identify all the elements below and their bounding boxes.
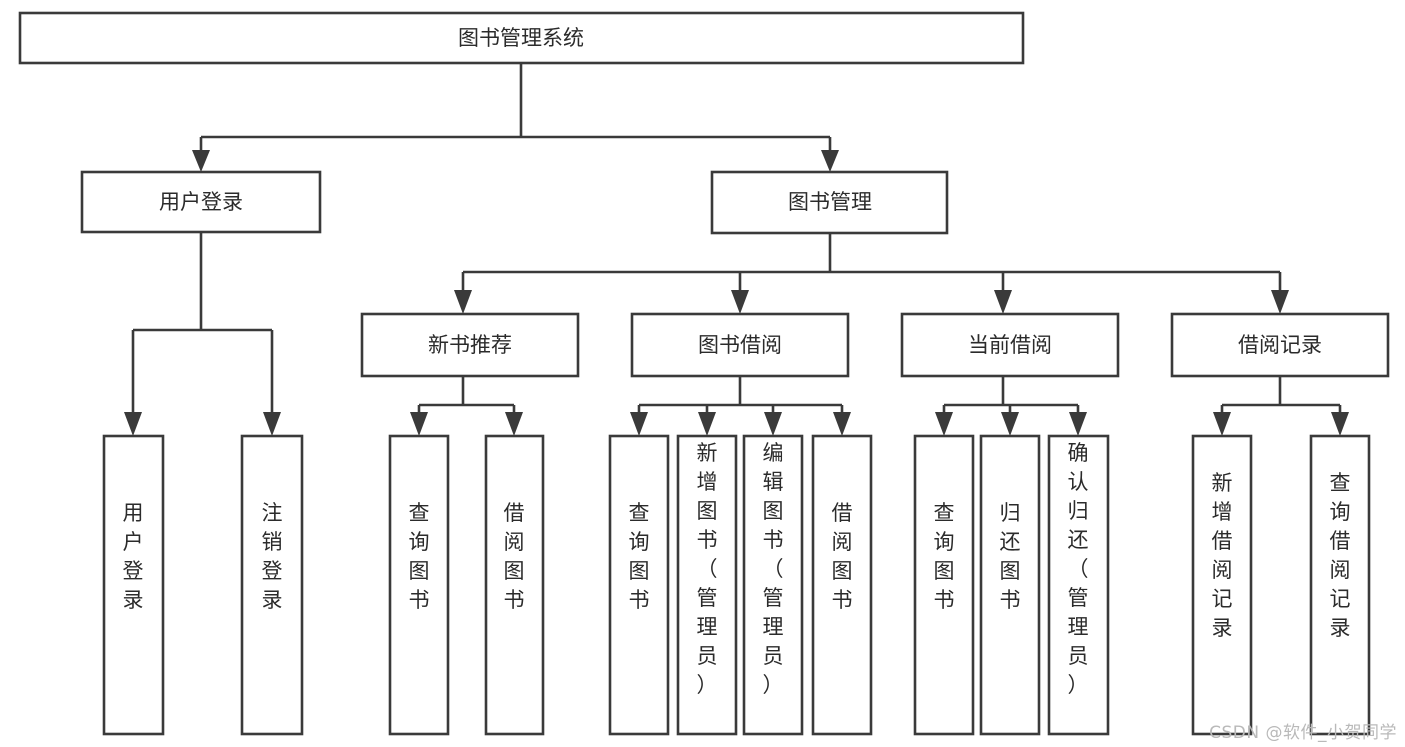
arrow-to-current-borrow (994, 290, 1012, 314)
node-leaf-borrow-book-1-box[interactable] (484, 434, 545, 736)
node-user-login[interactable]: 用户登录 (80, 170, 322, 234)
node-new-book-rec-label: 新书推荐 (428, 333, 512, 357)
node-borrow-record-box[interactable] (1170, 312, 1390, 378)
node-leaf-confirm-return[interactable]: 确认归还（管理员） (1047, 434, 1110, 736)
node-leaf-query-book-3[interactable]: 查询图书 (913, 434, 975, 736)
node-current-borrow[interactable]: 当前借阅 (900, 312, 1120, 378)
node-user-login-box[interactable] (80, 170, 322, 234)
node-leaf-edit-book-label: 编辑图书（管理员） (763, 441, 784, 697)
node-leaf-query-book-2-label: 查询图书 (629, 501, 650, 612)
node-book-borrow-box[interactable] (630, 312, 850, 378)
node-current-borrow-box[interactable] (900, 312, 1120, 378)
node-root-label: 图书管理系统 (458, 26, 584, 50)
arrow-to-leaf-borrow-book-2 (833, 412, 851, 436)
arrow-to-leaf-add-record (1213, 412, 1231, 436)
node-leaf-add-book[interactable]: 新增图书（管理员） (676, 434, 738, 736)
arrow-to-user-login (192, 150, 210, 172)
node-leaf-borrow-book-2-label: 借阅图书 (832, 501, 853, 612)
node-leaf-query-record[interactable]: 查询借阅记录 (1309, 434, 1371, 736)
node-borrow-record-label: 借阅记录 (1238, 333, 1322, 357)
node-leaf-add-book-label: 新增图书（管理员） (697, 441, 718, 697)
arrow-to-borrow-record (1271, 290, 1289, 314)
node-leaf-borrow-book-2-box[interactable] (811, 434, 873, 736)
node-book-manage[interactable]: 图书管理 (710, 170, 949, 235)
node-user-login-label: 用户登录 (159, 190, 243, 214)
node-leaf-edit-book-box[interactable] (742, 434, 804, 736)
node-leaf-return-book-box[interactable] (979, 434, 1041, 736)
node-leaf-logout[interactable]: 注销登录 (240, 434, 304, 736)
arrow-to-book-manage (821, 150, 839, 172)
arrow-to-leaf-query-record (1331, 412, 1349, 436)
arrow-to-leaf-confirm-return (1069, 412, 1087, 436)
arrow-to-leaf-return-book (1001, 412, 1019, 436)
node-leaf-logout-box[interactable] (240, 434, 304, 736)
node-leaf-query-record-label: 查询借阅记录 (1330, 471, 1351, 640)
node-leaf-add-record[interactable]: 新增借阅记录 (1191, 434, 1253, 736)
node-leaf-add-book-box[interactable] (676, 434, 738, 736)
node-leaf-query-book-1[interactable]: 查询图书 (388, 434, 450, 736)
arrow-to-new-book-rec (454, 290, 472, 314)
node-root-box[interactable] (18, 11, 1025, 65)
node-book-manage-label: 图书管理 (788, 190, 872, 214)
node-root[interactable]: 图书管理系统 (18, 11, 1025, 65)
node-leaf-user-login-box[interactable] (102, 434, 165, 736)
node-leaf-confirm-return-box[interactable] (1047, 434, 1110, 736)
arrow-to-leaf-query-book-1 (410, 412, 428, 436)
node-current-borrow-label: 当前借阅 (968, 333, 1052, 357)
arrow-to-leaf-add-book (698, 412, 716, 436)
node-leaf-add-record-label: 新增借阅记录 (1212, 471, 1233, 640)
arrow-to-leaf-edit-book (764, 412, 782, 436)
node-leaf-query-record-box[interactable] (1309, 434, 1371, 736)
node-leaf-query-book-1-label: 查询图书 (409, 501, 430, 612)
node-leaf-edit-book[interactable]: 编辑图书（管理员） (742, 434, 804, 736)
node-leaf-query-book-3-label: 查询图书 (934, 501, 955, 612)
node-new-book-rec[interactable]: 新书推荐 (360, 312, 580, 378)
node-leaf-logout-label: 注销登录 (262, 501, 283, 612)
arrow-to-book-borrow (731, 290, 749, 314)
node-leaf-user-login-label: 用户登录 (123, 501, 144, 612)
node-book-borrow-label: 图书借阅 (698, 333, 782, 357)
arrow-to-leaf-logout (263, 412, 281, 436)
node-leaf-query-book-2[interactable]: 查询图书 (608, 434, 670, 736)
arrow-to-leaf-borrow-book-1 (505, 412, 523, 436)
node-leaf-borrow-book-2[interactable]: 借阅图书 (811, 434, 873, 736)
node-book-borrow[interactable]: 图书借阅 (630, 312, 850, 378)
node-leaf-query-book-3-box[interactable] (913, 434, 975, 736)
node-leaf-query-book-2-box[interactable] (608, 434, 670, 736)
arrow-to-leaf-query-book-2 (630, 412, 648, 436)
node-leaf-borrow-book-1[interactable]: 借阅图书 (484, 434, 545, 736)
node-leaf-confirm-return-label: 确认归还（管理员） (1068, 441, 1089, 697)
node-leaf-query-book-1-box[interactable] (388, 434, 450, 736)
node-leaf-borrow-book-1-label: 借阅图书 (504, 501, 525, 612)
node-leaf-add-record-box[interactable] (1191, 434, 1253, 736)
node-book-manage-box[interactable] (710, 170, 949, 235)
arrow-to-leaf-query-book-3 (935, 412, 953, 436)
node-leaf-user-login[interactable]: 用户登录 (102, 434, 165, 736)
connector-layer (124, 63, 1349, 436)
arrow-to-leaf-user-login (124, 412, 142, 436)
node-leaf-return-book[interactable]: 归还图书 (979, 434, 1041, 736)
node-borrow-record[interactable]: 借阅记录 (1170, 312, 1390, 378)
node-new-book-rec-box[interactable] (360, 312, 580, 378)
node-leaf-return-book-label: 归还图书 (1000, 501, 1021, 612)
